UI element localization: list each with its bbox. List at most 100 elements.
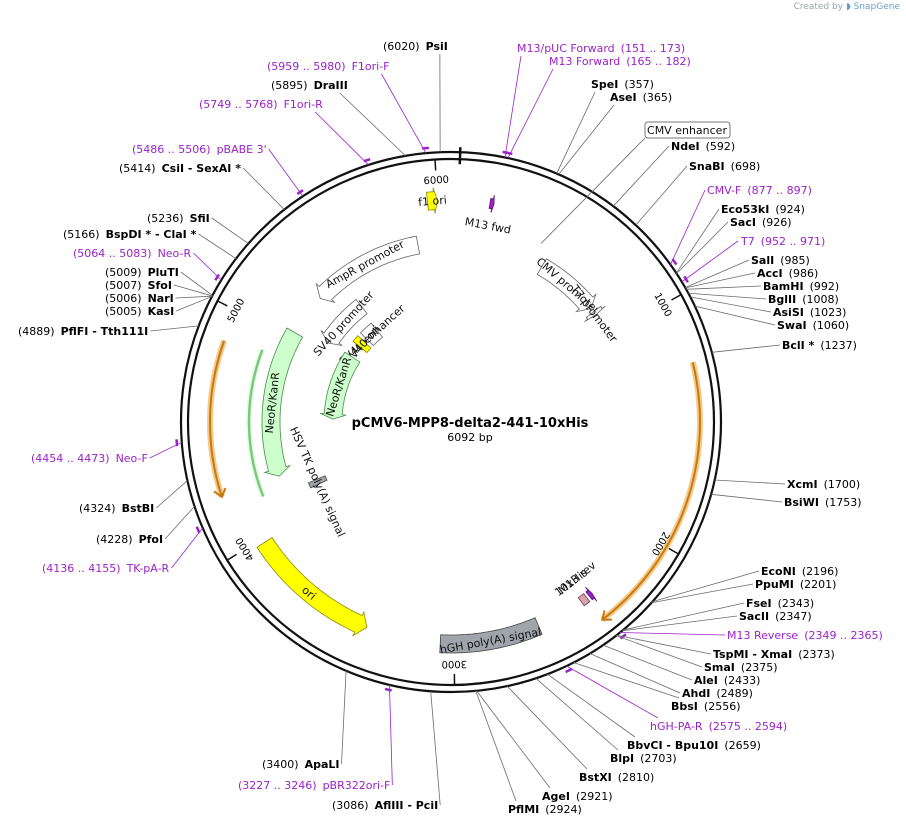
leader-line bbox=[242, 167, 285, 210]
site-label[interactable]: AleI(2433) bbox=[694, 674, 760, 687]
feature-neor-kanr-inner[interactable] bbox=[320, 351, 361, 420]
site-label-part2: SfoI bbox=[148, 279, 172, 292]
feature-sv40-ori[interactable] bbox=[352, 335, 372, 354]
site-label[interactable]: BamHI(992) bbox=[763, 280, 839, 293]
site-label[interactable]: (3227 .. 3246)pBR322ori-F bbox=[238, 779, 390, 792]
site-label-part1: BsiWI bbox=[784, 496, 819, 509]
site-label[interactable]: (5959 .. 5980)F1ori-F bbox=[267, 60, 390, 73]
feature-m13-rev[interactable] bbox=[585, 586, 598, 602]
feature-hgh-poly-a-signal[interactable] bbox=[439, 617, 543, 654]
site-label-part1: (3227 .. 3246) bbox=[238, 779, 317, 792]
site-label[interactable]: FseI(2343) bbox=[746, 597, 814, 610]
feature-sv40-promoter[interactable] bbox=[320, 298, 368, 346]
site-label[interactable]: AgeI(2921) bbox=[542, 790, 613, 803]
site-label[interactable]: (5007)SfoI bbox=[105, 279, 172, 292]
site-label[interactable]: CMV-F(877 .. 897) bbox=[707, 184, 812, 197]
site-label[interactable]: AsiSI(1023) bbox=[773, 306, 846, 319]
site-label[interactable]: NdeI(592) bbox=[671, 140, 735, 153]
leader-line bbox=[688, 292, 767, 300]
site-label[interactable]: BlpI(2703) bbox=[610, 752, 677, 765]
site-label[interactable]: SacI(926) bbox=[730, 216, 792, 229]
site-label[interactable]: (5009)PluTI bbox=[105, 266, 179, 279]
site-label[interactable]: BbvCI - Bpu10I(2659) bbox=[627, 739, 761, 752]
site-label-part1: BbsI bbox=[671, 700, 698, 713]
site-label[interactable]: hGH-PA-R(2575 .. 2594) bbox=[650, 720, 787, 733]
leader-line bbox=[198, 233, 237, 259]
site-label[interactable]: (5064 .. 5083)Neo-R bbox=[73, 247, 191, 260]
site-label[interactable]: (4136 .. 4155)TK-pA-R bbox=[42, 562, 170, 575]
leader-line bbox=[711, 344, 781, 353]
leader-line bbox=[314, 111, 369, 166]
site-label-part2: (365) bbox=[643, 91, 673, 104]
primer-mark bbox=[683, 275, 689, 283]
feature-10xhis[interactable] bbox=[577, 593, 591, 607]
site-label[interactable]: SalI(985) bbox=[751, 254, 810, 267]
site-label[interactable]: BbsI(2556) bbox=[671, 700, 740, 713]
feature-f1-ori[interactable] bbox=[426, 187, 438, 214]
feature-cmv-promoter[interactable] bbox=[536, 258, 597, 313]
feature-m13-fwd[interactable] bbox=[488, 195, 495, 213]
leader-line bbox=[620, 632, 726, 636]
site-label[interactable]: AhdI(2489) bbox=[682, 687, 753, 700]
leader-line bbox=[612, 145, 670, 207]
site-label-part2: (1060) bbox=[813, 319, 850, 332]
site-label[interactable]: M13 Reverse(2349 .. 2365) bbox=[727, 629, 883, 642]
site-label-part2: (2659) bbox=[724, 739, 761, 752]
site-label[interactable]: T7(952 .. 971) bbox=[740, 235, 825, 248]
feature-neor-kanr-outer[interactable] bbox=[261, 327, 304, 477]
site-label[interactable]: (6020)PsiI bbox=[383, 40, 448, 53]
site-label[interactable]: (5895)DraIII bbox=[271, 79, 348, 92]
feature-ori[interactable] bbox=[256, 537, 368, 637]
site-label-part2: (2924) bbox=[545, 803, 582, 816]
site-label[interactable]: AseI(365) bbox=[610, 91, 672, 104]
site-label-part2: PsiI bbox=[426, 40, 448, 53]
site-label-part2: (952 .. 971) bbox=[761, 235, 826, 248]
site-label[interactable]: SnaBI(698) bbox=[689, 160, 760, 173]
site-label[interactable]: SpeI(357) bbox=[591, 78, 654, 91]
leader-line bbox=[685, 272, 756, 289]
site-label[interactable]: (5005)KasI bbox=[105, 305, 174, 318]
site-label[interactable]: BclI *(1237) bbox=[782, 339, 857, 352]
site-label[interactable]: (4228)PfoI bbox=[96, 533, 163, 546]
site-label[interactable]: (3086)AflIII - PciI bbox=[332, 799, 438, 812]
site-label[interactable]: Eco53kI(924) bbox=[721, 203, 805, 216]
site-label[interactable]: XcmI(1700) bbox=[787, 478, 860, 491]
site-label[interactable]: SwaI(1060) bbox=[777, 319, 849, 332]
site-label[interactable]: (5166)BspDI * - ClaI * bbox=[63, 228, 197, 241]
site-label[interactable]: (4454 .. 4473)Neo-F bbox=[31, 452, 148, 465]
site-label-part1: XcmI bbox=[787, 478, 818, 491]
site-label[interactable]: SmaI(2375) bbox=[704, 661, 777, 674]
site-label[interactable]: (5749 .. 5768)F1ori-R bbox=[199, 98, 323, 111]
site-label[interactable]: EcoNI(2196) bbox=[761, 565, 838, 578]
site-label[interactable]: (5414)CsiI - SexAI * bbox=[119, 162, 241, 175]
site-label[interactable]: TspMI - XmaI(2373) bbox=[713, 648, 835, 661]
site-label[interactable]: AccI(986) bbox=[757, 267, 818, 280]
primer-mark bbox=[296, 189, 304, 196]
site-label[interactable]: (5236)SfiI bbox=[147, 212, 210, 225]
site-label[interactable]: (3400)ApaLI bbox=[262, 758, 340, 771]
site-label[interactable]: (4889)PflFI - Tth111I bbox=[18, 325, 148, 338]
feature-hsv-tk-poly-a-signal[interactable] bbox=[307, 475, 328, 489]
site-label[interactable]: M13/pUC Forward(151 .. 173) bbox=[517, 42, 685, 55]
cmv-enhancer-box bbox=[644, 121, 731, 139]
site-label[interactable]: SacII(2347) bbox=[739, 610, 812, 623]
site-label[interactable]: BglII(1008) bbox=[768, 293, 839, 306]
feature-ampr-promoter[interactable] bbox=[315, 235, 421, 304]
orf-main-head bbox=[600, 610, 613, 621]
site-label-part2: (2201) bbox=[800, 578, 837, 591]
site-label[interactable]: PpuMI(2201) bbox=[755, 578, 836, 591]
site-label[interactable]: (5006)NarI bbox=[105, 292, 174, 305]
site-label[interactable]: PflMI(2924) bbox=[508, 803, 582, 816]
site-label-part2: (357) bbox=[624, 78, 654, 91]
site-label[interactable]: BsiWI(1753) bbox=[784, 496, 862, 509]
site-label[interactable]: (5486 .. 5506)pBABE 3' bbox=[132, 143, 267, 156]
feature-t7-promoter[interactable] bbox=[584, 305, 606, 322]
feature-sv40-enhancer[interactable] bbox=[359, 322, 384, 347]
site-label-part1: BlpI bbox=[610, 752, 634, 765]
site-label[interactable]: M13 Forward(165 .. 182) bbox=[549, 55, 691, 68]
site-label[interactable]: BstXI(2810) bbox=[579, 771, 654, 784]
site-label[interactable]: (4324)BstBI bbox=[79, 502, 154, 515]
site-label-part1: BstXI bbox=[579, 771, 612, 784]
site-label-part1: (5236) bbox=[147, 212, 184, 225]
